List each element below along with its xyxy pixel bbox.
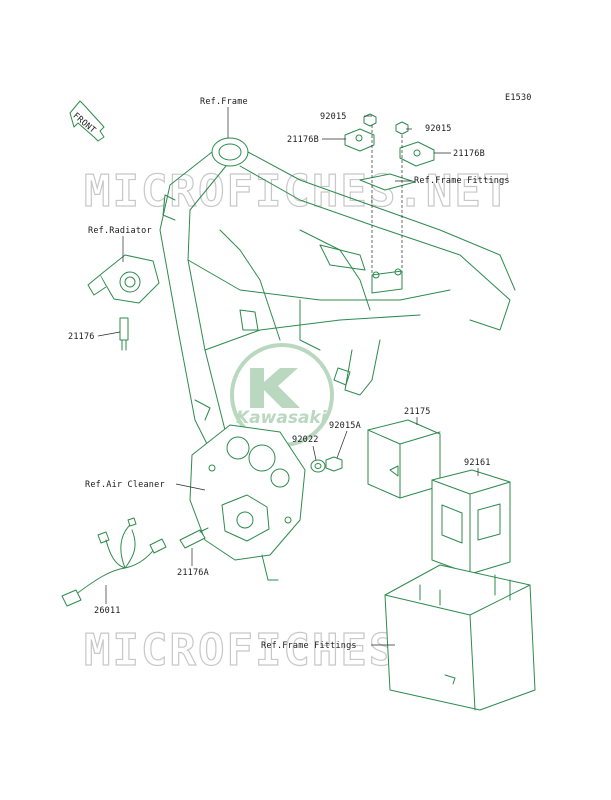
ecu-21175 — [367, 419, 441, 499]
radiator-housing — [87, 254, 160, 304]
label-ref-air-cleaner: Ref.Air Cleaner — [85, 480, 165, 490]
label-92015-right: 92015 — [425, 124, 452, 134]
label-ref-frame-fittings-bottom: Ref.Frame Fittings — [261, 641, 357, 651]
label-ref-frame-fittings-top: Ref.Frame Fittings — [414, 176, 510, 186]
label-92015a: 92015A — [329, 421, 361, 431]
cover-92161 — [431, 469, 511, 575]
logo-text: Kawasaki — [236, 408, 328, 428]
label-92015-left: 92015 — [320, 112, 347, 122]
label-92161: 92161 — [464, 458, 491, 468]
bracket-21176b-right — [399, 141, 435, 167]
label-21176: 21176 — [68, 332, 95, 342]
sensor-21176a — [179, 527, 209, 549]
label-26011: 26011 — [94, 606, 121, 616]
bolt-92015-right — [395, 121, 409, 135]
nut-92015a — [325, 456, 343, 472]
washer-92022 — [310, 459, 326, 473]
bolt-92015-left — [363, 113, 377, 127]
label-21175: 21175 — [404, 407, 431, 417]
label-ref-frame: Ref.Frame — [200, 97, 248, 107]
bracket-21176b-left — [344, 128, 375, 152]
harness-26011 — [61, 517, 167, 607]
label-21176b-right: 21176B — [453, 149, 485, 159]
label-21176b-left: 21176B — [287, 135, 319, 145]
label-ref-radiator: Ref.Radiator — [88, 226, 152, 236]
frame-fitting-tray — [384, 564, 536, 711]
diagram-code: E1530 — [505, 93, 532, 103]
sensor-21176 — [119, 317, 129, 351]
frame-drawing — [159, 137, 516, 461]
frame-fitting-plate-top — [359, 173, 416, 294]
label-21176a: 21176A — [177, 568, 209, 578]
watermark-top: MICROFICHES.NET — [84, 166, 511, 217]
front-arrow-icon: FRONT — [69, 100, 105, 142]
label-92022: 92022 — [292, 435, 319, 445]
air-cleaner-housing — [189, 424, 306, 581]
